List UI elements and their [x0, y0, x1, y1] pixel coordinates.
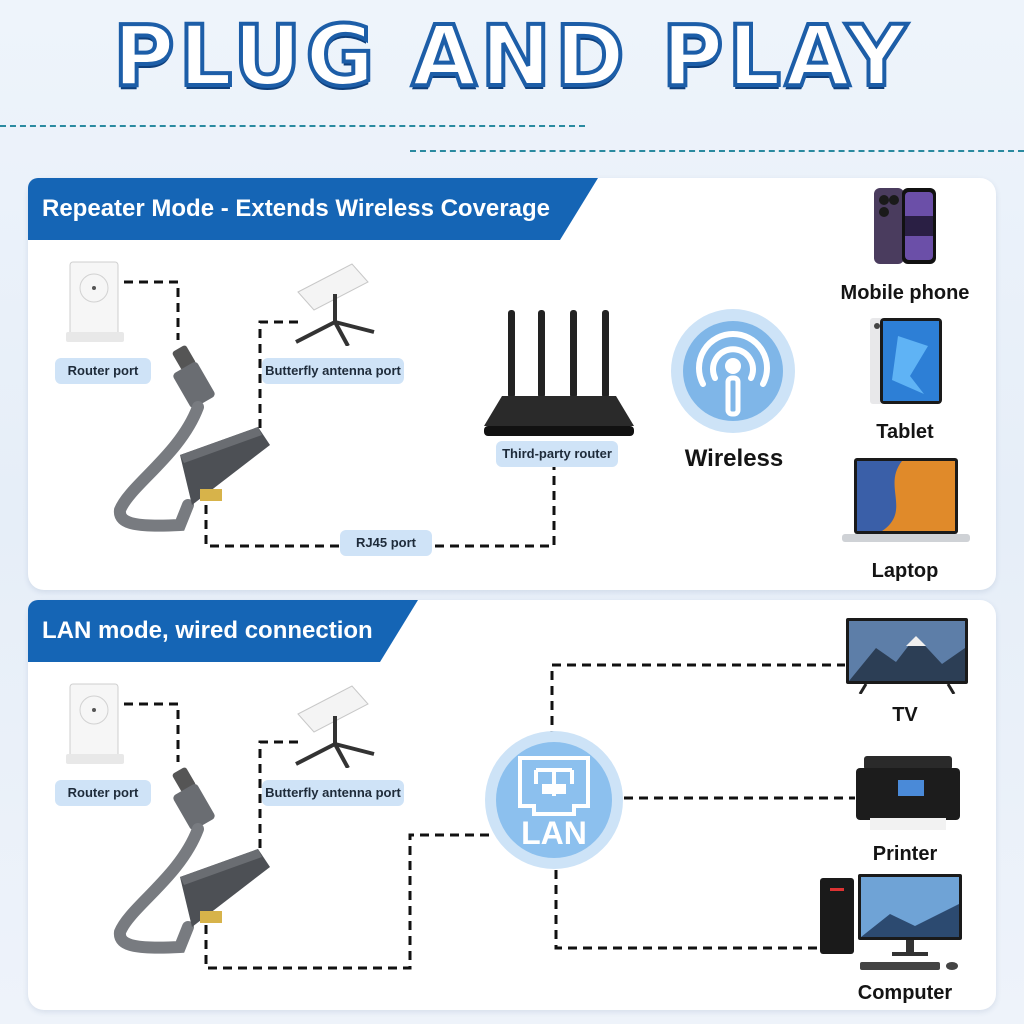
- wireless-icon: [671, 309, 795, 433]
- lan-router-to-adapter-line: [124, 702, 180, 762]
- lan-banner: LAN mode, wired connection: [28, 600, 418, 662]
- phone-icon: [874, 188, 936, 264]
- router-to-adapter-line: [124, 280, 180, 340]
- lan-hub-label: LAN: [521, 815, 587, 851]
- device-label-phone: Mobile phone: [840, 282, 970, 304]
- adapter-icon: [114, 767, 270, 954]
- device-label-laptop: Laptop: [871, 560, 939, 582]
- device-label-tablet: Tablet: [876, 421, 934, 443]
- title-divider-right: [410, 150, 1024, 152]
- lan-antenna-port-label: Butterfly antenna port: [262, 780, 404, 806]
- printer-icon: [856, 756, 960, 830]
- device-label-tv: TV: [892, 704, 918, 726]
- lan-antenna-to-adapter-line: [258, 740, 298, 866]
- adapter-icon: [114, 345, 270, 532]
- computer-icon: [820, 874, 962, 970]
- lan-router-port-label: Router port: [55, 780, 151, 806]
- wifi-router-icon: [484, 310, 634, 436]
- device-label-printer: Printer: [872, 843, 938, 865]
- wireless-label: Wireless: [684, 445, 784, 472]
- lan-to-computer-line: [554, 870, 820, 950]
- satellite-dish-icon: [295, 685, 375, 768]
- laptop-icon: [842, 458, 970, 542]
- title-divider-left: [0, 125, 585, 127]
- page-title: PLUG AND PLAY: [111, 7, 911, 105]
- satellite-dish-icon: [295, 263, 375, 346]
- router-port-label: Router port: [55, 358, 151, 384]
- antenna-to-adapter-line: [258, 320, 298, 445]
- router-wall-icon: [66, 683, 124, 764]
- adapter-to-lan-line: [204, 833, 490, 970]
- tablet-icon: [870, 318, 942, 404]
- third-party-router-label: Third-party router: [496, 441, 618, 467]
- ethernet-icon: [485, 731, 623, 869]
- tv-icon: [846, 618, 968, 694]
- antenna-port-label: Butterfly antenna port: [262, 358, 404, 384]
- router-wall-icon: [66, 261, 124, 342]
- rj45-port-label: RJ45 port: [340, 530, 432, 556]
- lan-to-tv-line: [550, 663, 845, 740]
- repeater-banner: Repeater Mode - Extends Wireless Coverag…: [28, 178, 598, 240]
- device-label-computer: Computer: [857, 982, 953, 1004]
